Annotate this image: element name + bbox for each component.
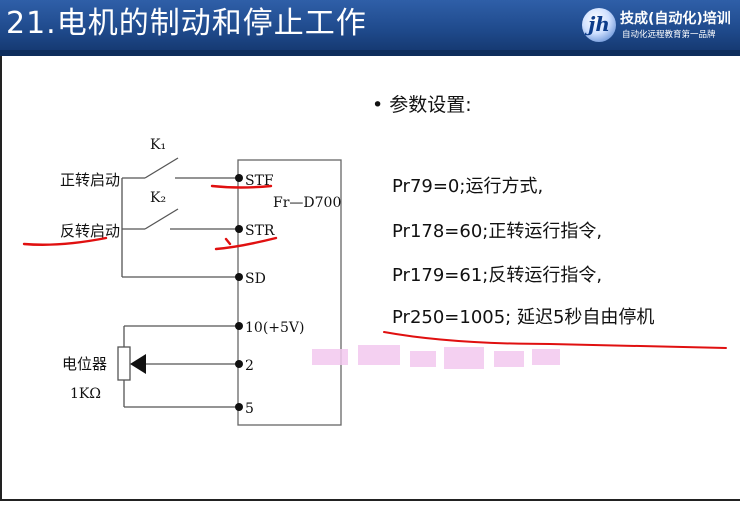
slide-title: 21.电机的制动和停止工作	[6, 6, 367, 41]
slide-bottom-border	[0, 499, 740, 501]
slide-header: 21.电机的制动和停止工作 jh 技成(自动化)培训 自动化远程教育第一品牌	[0, 0, 740, 50]
slide-left-border	[0, 56, 2, 499]
terminal-dot-2	[235, 360, 243, 368]
terminal-dot-str	[235, 225, 243, 233]
param-line-pr250: Pr250=1005; 延迟5秒自由停机	[392, 307, 655, 328]
potentiometer-body	[117, 346, 131, 381]
logo-badge-icon: jh	[582, 8, 616, 42]
reverse-start-label: 反转启动	[60, 222, 120, 240]
logo-badge-text: jh	[588, 12, 610, 36]
k1-switch-blade	[144, 157, 179, 179]
params-heading: • 参数设置:	[372, 94, 472, 116]
terminal-label-stf: STF	[245, 173, 274, 189]
inverter-box	[237, 159, 342, 426]
terminal-label-10v: 10(+5V)	[245, 320, 305, 336]
terminal-label-5: 5	[245, 401, 254, 417]
inverter-model-label: Fr—D700	[273, 195, 341, 211]
terminal-dot-5	[235, 403, 243, 411]
terminal-dot-stf	[235, 174, 243, 182]
k1-label: K₁	[150, 137, 166, 153]
terminal-label-str: STR	[245, 223, 275, 239]
terminal-dot-sd	[235, 273, 243, 281]
forward-start-label: 正转启动	[60, 171, 120, 189]
pot-wiper-arrow-icon	[130, 354, 146, 374]
potentiometer-label: 电位器	[62, 355, 107, 373]
annotation-mark-str	[214, 236, 278, 251]
header-divider	[0, 50, 740, 56]
param-line-pr178: Pr178=60;正转运行指令,	[392, 221, 603, 242]
logo-name: 技成(自动化)培训	[620, 11, 731, 27]
terminal-label-2: 2	[245, 358, 254, 374]
param-line-pr79: Pr79=0;运行方式,	[392, 176, 544, 197]
param-line-pr179: Pr179=61;反转运行指令,	[392, 265, 603, 286]
k2-switch-blade	[144, 208, 179, 230]
brand-logo: jh 技成(自动化)培训 自动化远程教育第一品牌	[582, 6, 734, 46]
annotation-underline-pr250	[383, 331, 727, 349]
annotation-underline-reverse	[22, 236, 108, 246]
k2-label: K₂	[150, 190, 166, 206]
resistance-label: 1KΩ	[70, 386, 101, 402]
logo-slogan: 自动化远程教育第一品牌	[622, 30, 716, 40]
terminal-dot-10v	[235, 322, 243, 330]
annotation-underline-stf	[210, 184, 273, 189]
pixelated-watermark	[312, 343, 562, 377]
terminal-label-sd: SD	[245, 271, 266, 287]
